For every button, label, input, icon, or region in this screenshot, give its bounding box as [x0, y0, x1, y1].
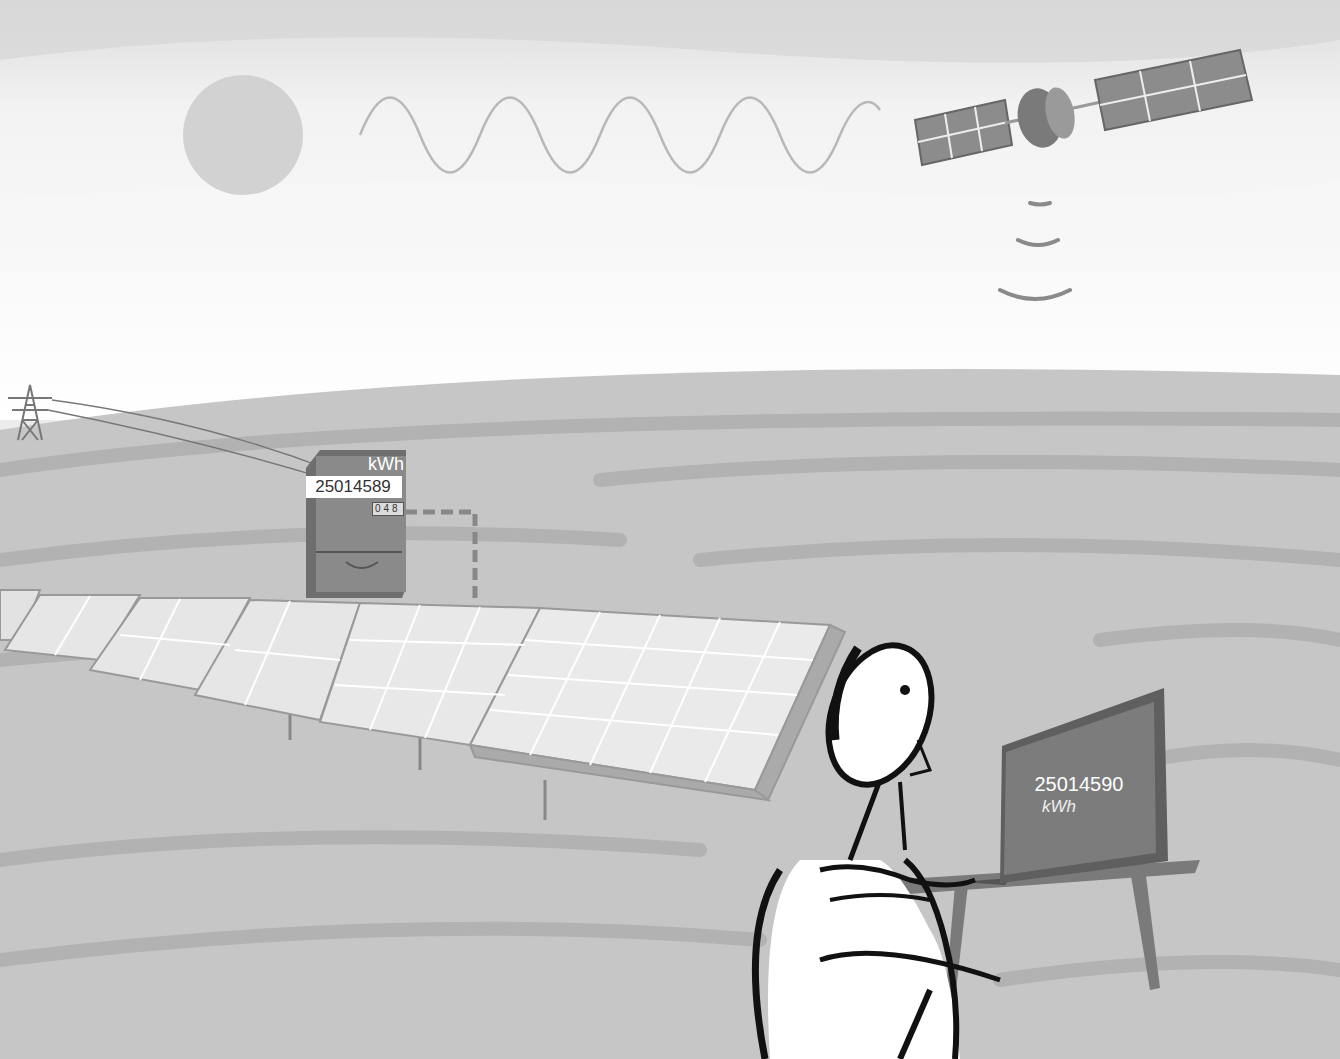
meter-digits: 048	[372, 502, 404, 516]
cable	[405, 512, 475, 600]
sun	[183, 75, 303, 195]
monitor-reading: 25014590	[1035, 774, 1124, 794]
meter-reading: 25014589	[315, 478, 391, 495]
satellite	[915, 50, 1252, 165]
ground	[0, 369, 1340, 1059]
electricity-meter: kWh 25014589 048	[306, 450, 406, 598]
person	[755, 631, 1000, 1059]
power-pylon	[8, 385, 330, 480]
computer-monitor: 25014590 kWh	[996, 688, 1168, 883]
cloud-band	[0, 0, 1340, 63]
cloud-band	[0, 180, 1340, 235]
light-wave	[360, 98, 880, 173]
unit-label: kWh	[1042, 798, 1076, 815]
sky	[0, 0, 1340, 420]
unit-label: kWh	[368, 455, 404, 473]
solar-panels	[0, 590, 845, 820]
